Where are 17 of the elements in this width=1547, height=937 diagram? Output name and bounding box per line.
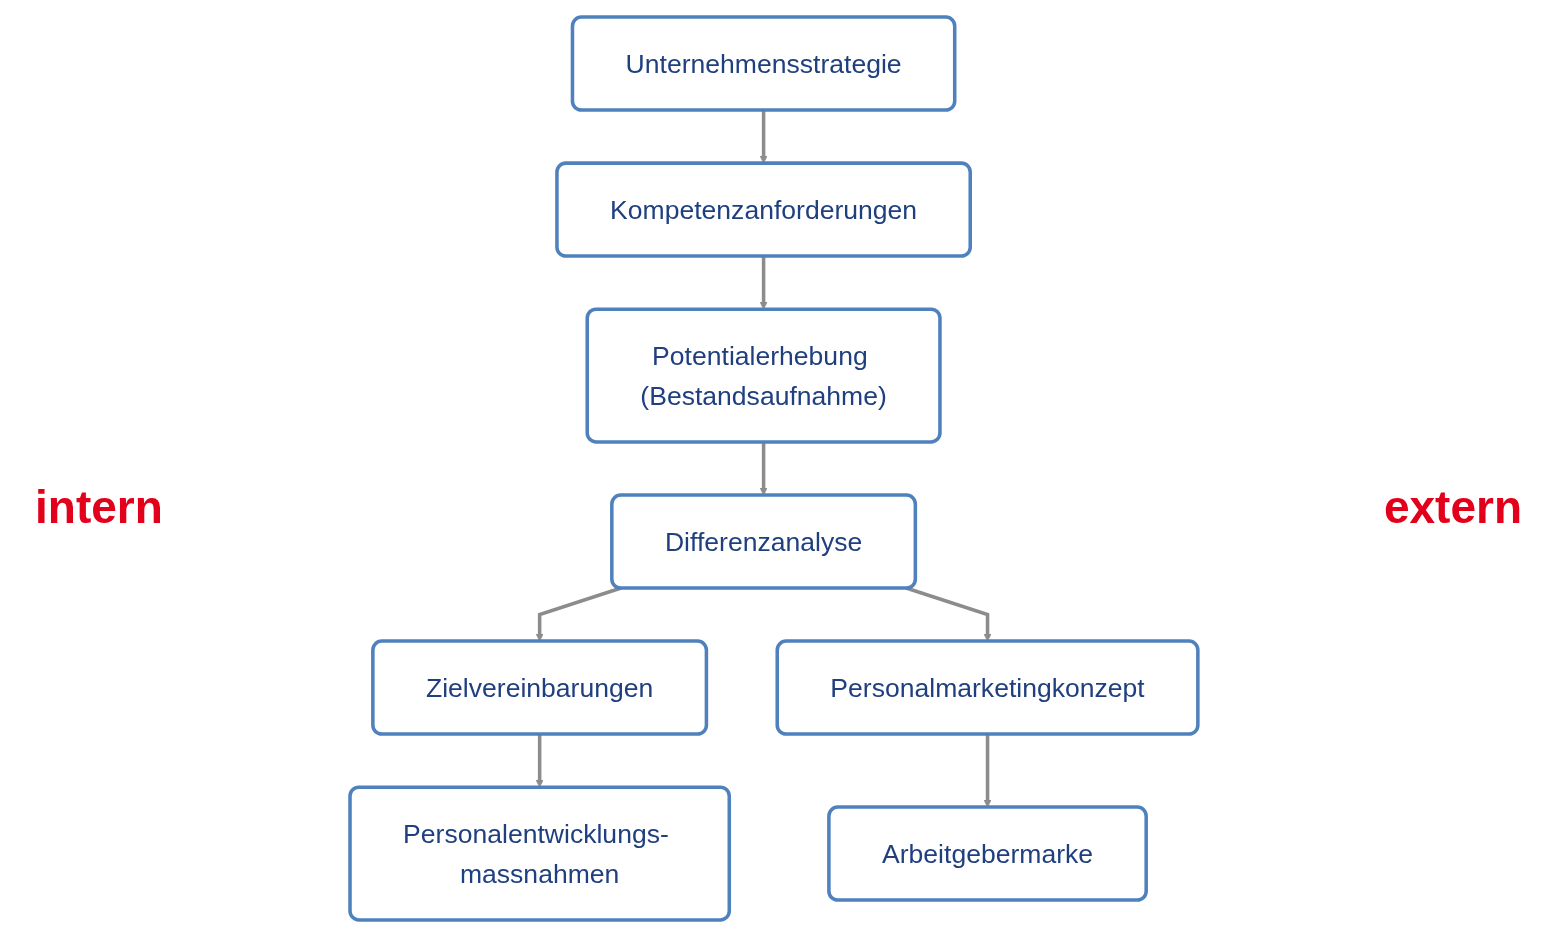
arrow xyxy=(535,586,622,642)
node-box: Differenzanalyse xyxy=(609,493,917,590)
node-box: Unternehmensstrategie xyxy=(570,15,957,112)
arrow xyxy=(983,734,991,808)
node-box: Arbeitgebermarke xyxy=(826,805,1148,902)
node-box: Zielvereinbarungen xyxy=(370,639,708,736)
node-box: Personalmarketingkonzept xyxy=(775,639,1200,736)
arrow xyxy=(535,734,544,788)
arrow xyxy=(759,256,768,310)
side-label: intern xyxy=(35,480,163,534)
arrow xyxy=(759,441,768,496)
node-box: Potentialerhebung (Bestandsaufnahme) xyxy=(585,307,942,444)
arrow xyxy=(905,586,991,642)
arrow xyxy=(759,110,768,164)
node-box: Kompetenzanforderungen xyxy=(554,161,972,258)
side-label: extern xyxy=(1383,480,1522,534)
node-box: Personalentwicklungs- massnahmen xyxy=(347,785,731,922)
